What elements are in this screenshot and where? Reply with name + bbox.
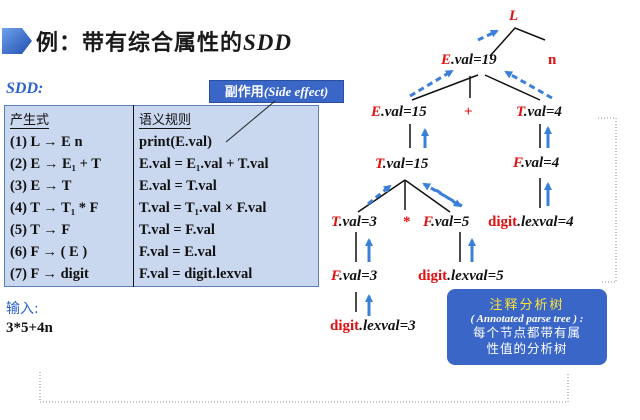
node-F-right: F.val=4 bbox=[513, 155, 560, 171]
node-F-low: F.val=3 bbox=[331, 268, 378, 284]
node-E-mid: E.val=15 bbox=[371, 104, 427, 120]
node-E-root: E.val=19 bbox=[441, 52, 497, 68]
table-row: (1) L → E n print(E.val) bbox=[4, 131, 319, 154]
node-T-right: T.val=4 bbox=[516, 104, 562, 120]
node-star: * bbox=[403, 214, 411, 230]
callout-pointer bbox=[225, 100, 276, 143]
input-value: 3*5+4n bbox=[6, 320, 53, 336]
dotted-frame bbox=[39, 117, 617, 403]
rules-table: 产生式 语义规则 (1) L → E n print(E.val) (2) E →… bbox=[4, 105, 319, 287]
header-production: 产生式 bbox=[4, 105, 134, 132]
production-cell: (6) F → ( E ) bbox=[4, 241, 134, 264]
node-digit-low: digit.lexval=3 bbox=[330, 318, 416, 334]
annotation-title: 注释分析树 bbox=[489, 298, 565, 313]
production-cell: (5) T → F bbox=[4, 219, 134, 242]
annotation-desc-1: 每个节点都带有属 bbox=[472, 325, 581, 340]
node-plus: + bbox=[464, 104, 473, 120]
rule-cell: F.val = digit.lexval bbox=[139, 266, 253, 283]
input-label: 输入: bbox=[6, 301, 39, 317]
node-T-low: T.val=3 bbox=[331, 214, 377, 230]
production-cell: (7) F → digit bbox=[4, 263, 134, 287]
sdd-label: SDD: bbox=[6, 80, 44, 97]
pentagon-bullet-icon bbox=[2, 28, 32, 54]
attribute-flow-arrows bbox=[365, 29, 553, 316]
production-cell: (2) E → E₁ + T bbox=[4, 153, 134, 176]
production-cell: (3) E → T bbox=[4, 175, 134, 198]
header-semantic-rule: 语义规则 bbox=[134, 106, 319, 132]
table-header-row: 产生式 语义规则 bbox=[4, 105, 319, 132]
production-cell: (4) T → T₁ * F bbox=[4, 197, 134, 220]
rule-cell: F.val = E.val bbox=[139, 244, 217, 261]
title-wrap: 例：带有综合属性的SDD bbox=[0, 24, 292, 58]
tree-edges bbox=[355, 27, 546, 312]
side-effect-callout: 副作用(Side effect) bbox=[209, 80, 344, 103]
annotated-parse-tree-callout: 注释分析树 ( Annotated parse tree ) : 每个节点都带有… bbox=[447, 289, 607, 365]
rule-cell: T.val = T₁.val × F.val bbox=[139, 199, 267, 216]
annotation-english: ( Annotated parse tree ) : bbox=[470, 313, 584, 325]
table-row: (3) E → T E.val = T.val bbox=[4, 175, 319, 198]
node-digit-mid: digit.lexval=5 bbox=[418, 268, 504, 284]
node-T-mid: T.val=15 bbox=[375, 156, 429, 172]
table-row: (2) E → E₁ + T E.val = E₁.val + T.val bbox=[4, 153, 319, 176]
node-digit-right: digit.lexval=4 bbox=[488, 214, 574, 230]
annotation-desc-2: 性值的分析树 bbox=[486, 341, 568, 356]
node-n: n bbox=[548, 52, 557, 68]
rule-cell: E.val = E₁.val + T.val bbox=[139, 155, 269, 172]
rule-cell: E.val = T.val bbox=[139, 177, 217, 194]
table-row: (7) F → digit F.val = digit.lexval bbox=[4, 263, 319, 287]
rule-cell: print(E.val) bbox=[139, 133, 212, 150]
table-row: (5) T → F T.val = F.val bbox=[4, 219, 319, 242]
table-row: (6) F → ( E ) F.val = E.val bbox=[4, 241, 319, 264]
table-row: (4) T → T₁ * F T.val = T₁.val × F.val bbox=[4, 197, 319, 220]
node-L: L bbox=[509, 8, 519, 24]
node-F-mid: F.val=5 bbox=[423, 214, 470, 230]
rule-cell: T.val = F.val bbox=[139, 222, 215, 239]
production-cell: (1) L → E n bbox=[4, 131, 134, 154]
page-title: 例：带有综合属性的SDD bbox=[36, 30, 293, 56]
